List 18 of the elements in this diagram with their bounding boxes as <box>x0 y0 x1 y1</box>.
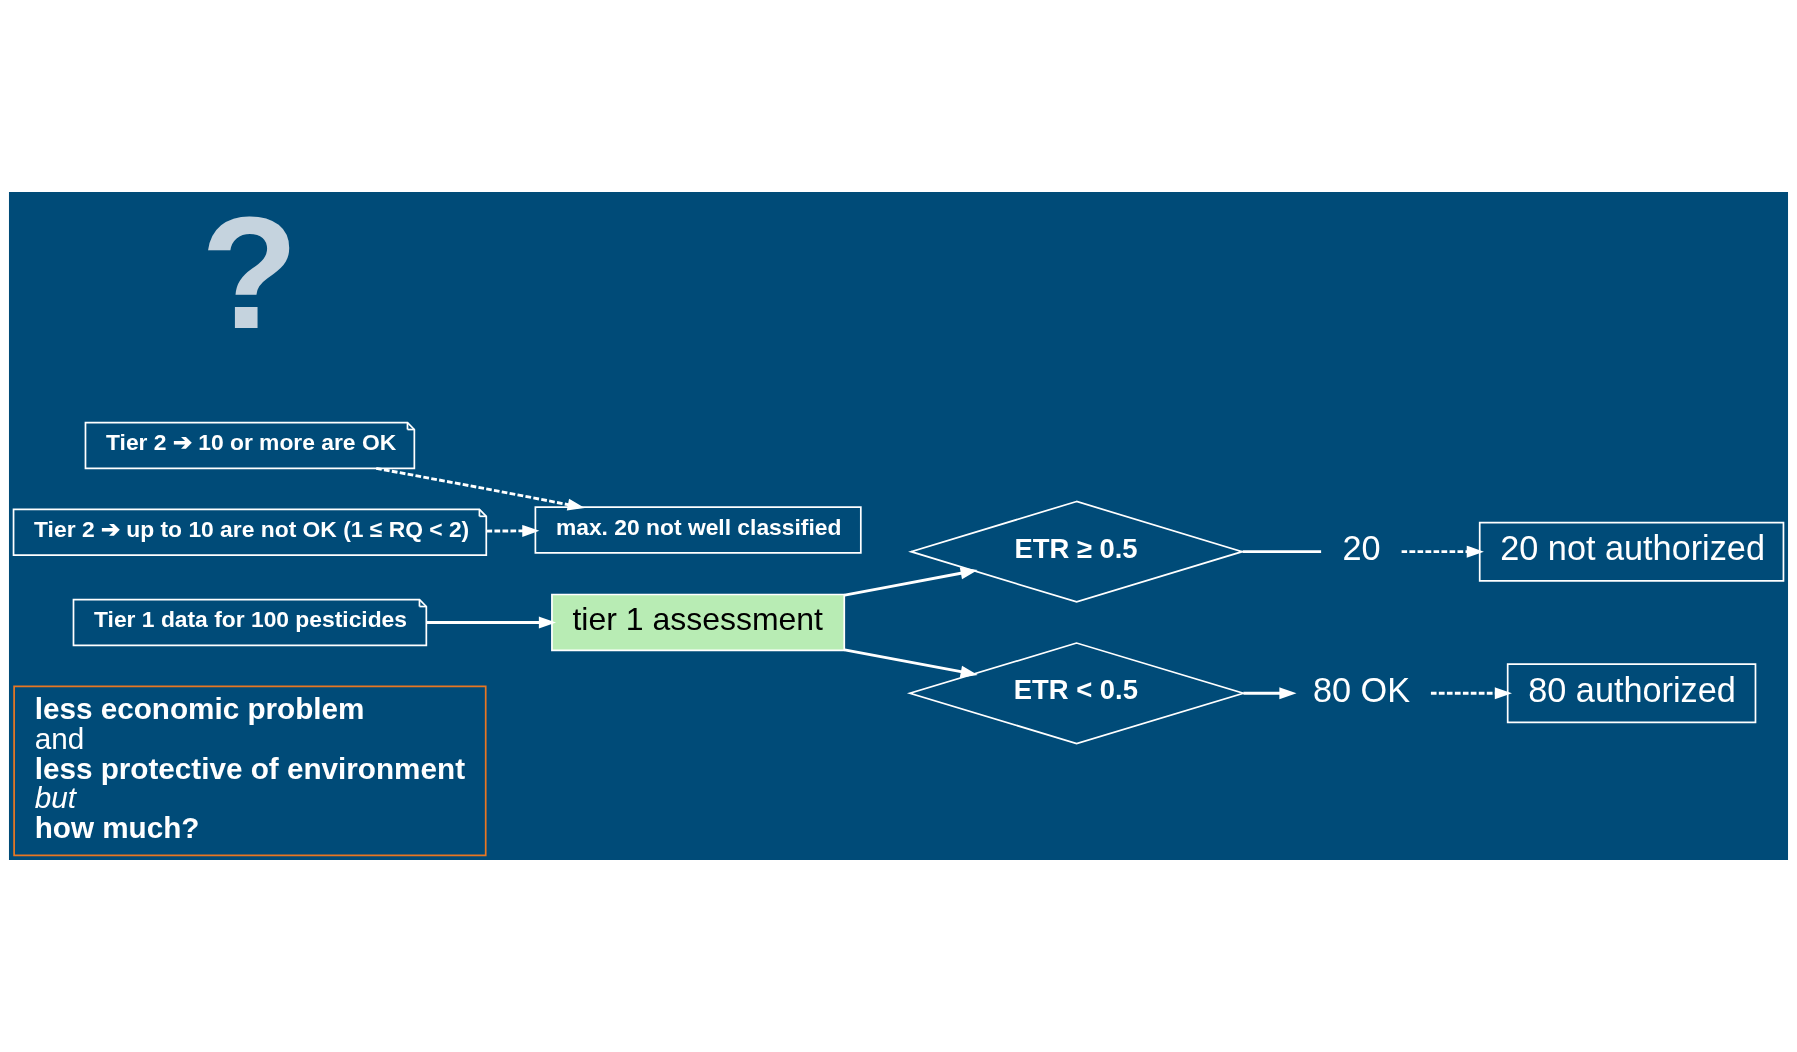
arrow <box>375 466 585 511</box>
node-text: 20 <box>1342 529 1381 568</box>
arrow <box>1430 687 1512 700</box>
node-box: 20 not authorized <box>1478 521 1785 582</box>
node-box: max. 20 not well classified <box>534 506 862 554</box>
node-box: tier 1 assessment <box>551 593 846 652</box>
label: ? <box>200 182 299 362</box>
arrow <box>844 567 978 597</box>
arrow <box>1243 687 1297 700</box>
arrow <box>426 616 557 629</box>
node-diamond: ETR ≥ 0.5 <box>908 500 1246 603</box>
node-box: less economic problem and less protective of environment but how much? <box>13 685 487 857</box>
node-text: 80 OK <box>1313 670 1411 709</box>
connector <box>1242 550 1322 554</box>
node-box: 80 authorized <box>1506 663 1757 724</box>
arrow <box>1401 545 1484 558</box>
arrow <box>486 524 540 537</box>
arrow <box>844 648 978 678</box>
